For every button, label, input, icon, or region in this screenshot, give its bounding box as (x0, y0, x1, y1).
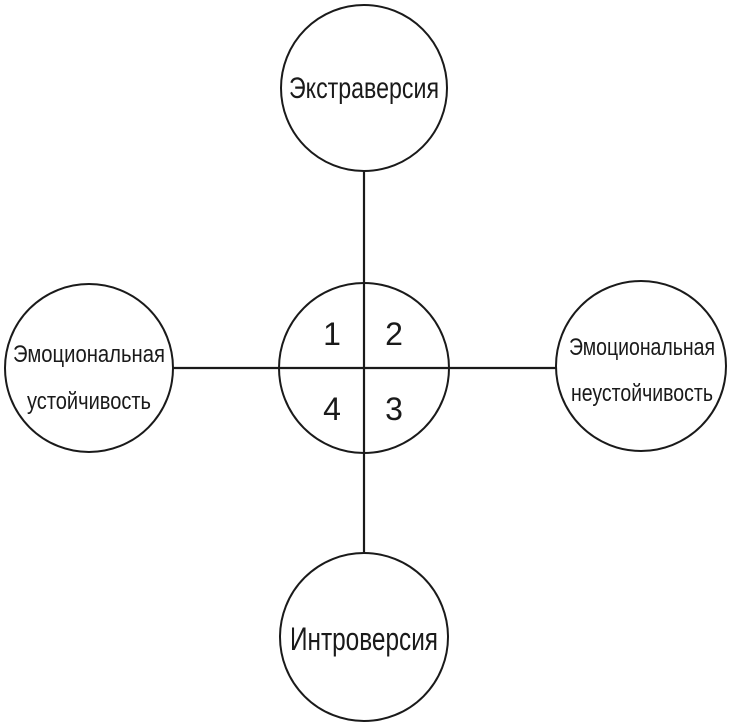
center-circle (278, 282, 450, 454)
emotional-instability-label-line1: Эмоциональная (569, 334, 715, 361)
emotional-stability-label-line2: устойчивость (27, 388, 151, 415)
emotional-stability-circle (4, 283, 174, 453)
introversion-circle (279, 552, 449, 722)
quadrant-2-label: 2 (385, 316, 403, 352)
emotional-instability-label-line2: неустойчивость (571, 380, 713, 407)
quadrant-3-label: 3 (385, 391, 403, 427)
emotional-instability-circle (555, 280, 727, 452)
emotional-stability-label-line1: Эмоциональная (13, 341, 165, 368)
quadrant-4-label: 4 (323, 391, 341, 427)
extraversion-label: Экстраверсия (289, 72, 439, 105)
extraversion-circle (280, 4, 448, 172)
introversion-label: Интроверсия (290, 621, 438, 657)
quadrant-1-label: 1 (323, 316, 341, 352)
